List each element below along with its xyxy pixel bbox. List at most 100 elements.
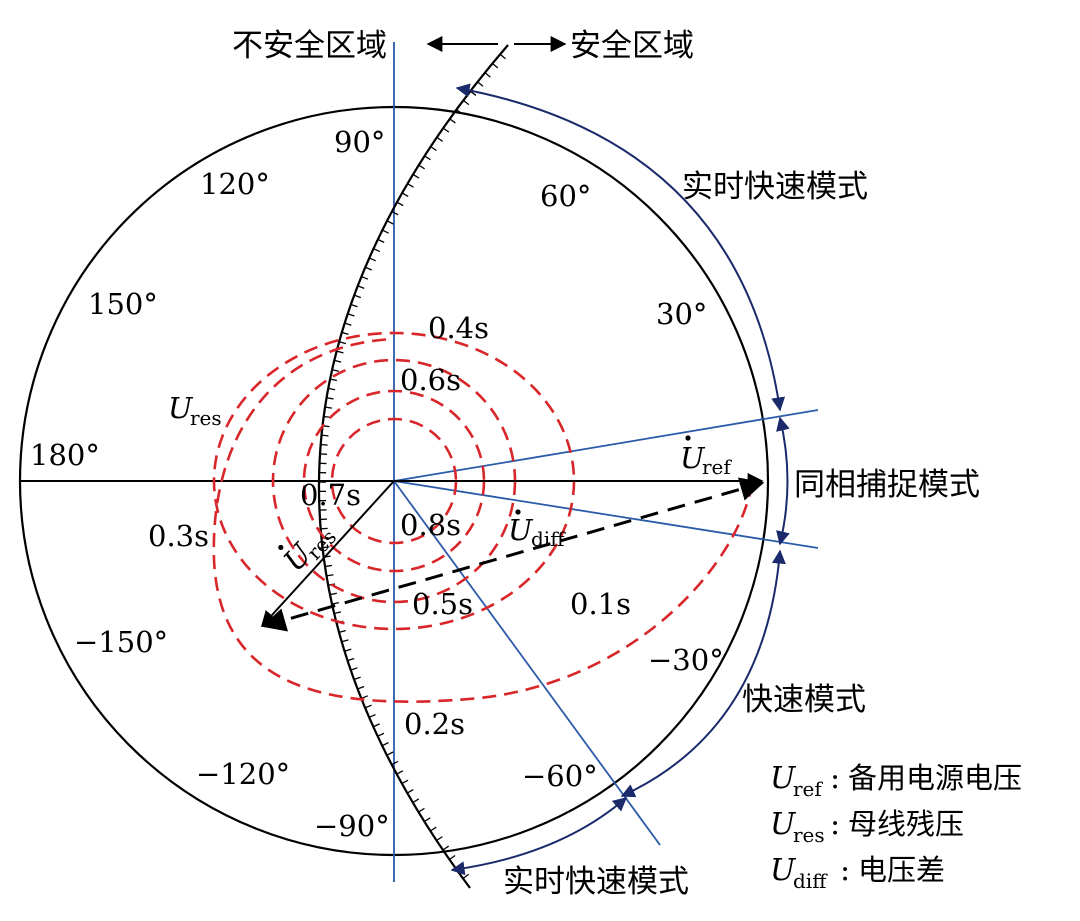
angle-label-120: 120° [200,167,270,201]
svg-text:U: U [680,441,706,475]
hatch-tick [361,695,369,700]
sync-capture-label: 同相捕捉模式 [794,467,980,503]
hatch-tick [365,266,372,271]
hatch-tick [407,183,414,188]
hatch-tick [336,350,344,354]
hatch-tick [321,434,329,437]
hatch-tick [324,564,333,568]
angle-label-minus-150: −150° [74,625,168,659]
angle-label-150: 150° [88,287,158,321]
hatch-tick [329,592,337,596]
time-label-0.2s: 0.2s [404,707,465,741]
unsafe-zone-label: 不安全区域 [232,28,387,64]
hatch-tick [391,760,399,766]
residual-voltage-trajectory [212,337,754,703]
time-label-0.4s: 0.4s [428,311,489,345]
hatch-tick [357,685,365,690]
svg-text:U: U [770,761,797,796]
u-diff-label: U diff [508,509,566,551]
hatch-tick [412,173,420,179]
angle-label-minus-60: −60° [522,759,598,793]
hatch-tick [326,397,334,400]
hatch-tick [357,285,365,289]
hatch-tick [364,704,372,709]
hatch-tick [331,369,340,372]
time-label-0.6s: 0.6s [400,363,461,397]
svg-text:U: U [508,513,534,547]
hatch-tick [347,313,355,317]
svg-text:电压差: 电压差 [858,853,945,887]
svg-text:res: res [190,406,222,430]
svg-text::: : [830,807,840,842]
hatch-tick [430,146,437,152]
angle-label-60: 60° [540,179,591,213]
safe-zone-label: 安全区域 [570,28,694,64]
hatch-tick [418,807,425,813]
time-label-0.8s: 0.8s [400,508,461,542]
svg-text:ref: ref [793,777,823,801]
hatch-tick [418,164,426,170]
time-label-0.3s: 0.3s [148,519,209,553]
fast-mode-label: 快速模式 [742,682,866,718]
time-label-0.1s: 0.1s [570,587,631,621]
hatch-tick [412,798,420,804]
time-label-0.7s: 0.7s [300,478,361,512]
hatch-tick [382,229,389,234]
svg-text:res: res [793,823,825,847]
u-res-side-label: U res [168,391,222,430]
legend-item-res: U res : 母线残压 [770,807,964,847]
svg-text:ref: ref [702,455,732,479]
hatch-tick [338,341,347,345]
hatch-tick [361,275,369,280]
hatch-tick [442,845,450,851]
hatch-tick [344,648,352,652]
hatch-tick [436,836,443,842]
u-res-vector-label: U res [277,525,341,578]
legend-item-diff: U diff : 电压差 [770,853,945,893]
svg-text:U: U [770,807,797,842]
hatch-tick [484,72,491,78]
hatch-tick [350,667,358,671]
hatch-tick [347,657,355,662]
u-diff-vector [261,477,765,632]
hatch-tick [341,639,349,643]
angle-label-minus-90: −90° [314,809,390,843]
svg-text::: : [840,853,850,888]
hatch-tick [386,751,394,756]
realtime-fast-bottom-arc [450,797,628,876]
legend-item-ref: U ref : 备用电源电压 [770,761,1022,801]
u-ref-label: U ref [680,435,732,479]
hatch-tick [329,378,338,382]
hatch-tick [373,723,380,728]
svg-text:diff: diff [531,527,566,551]
hatch-tick [373,248,381,253]
hatch-tick [423,817,431,823]
hatch-tick [386,220,394,225]
hatch-tick [462,873,470,880]
hatch-tick [377,732,385,737]
hatch-tick [344,322,352,326]
hatch-tick [442,127,450,133]
svg-text:U: U [168,391,194,425]
hatch-tick [334,359,342,363]
hatch-tick [449,854,456,861]
hatch-tick [334,611,342,615]
svg-text::: : [830,761,840,796]
hatch-tick [350,303,358,308]
hatch-tick [492,62,499,69]
hatch-tick [449,118,456,124]
hatch-tick [429,826,437,832]
svg-text:U: U [770,853,797,888]
hatch-tick [436,136,443,142]
hatch-tick [331,601,339,605]
hatch-tick [396,770,404,775]
hatch-tick [320,443,328,446]
hatch-tick [324,406,333,409]
hatch-tick [499,53,506,60]
hatch-tick [401,779,409,785]
hatch-tick [353,294,362,299]
hatch-tick [391,210,399,216]
hatch-tick [401,192,409,197]
hatch-tick [369,257,376,262]
